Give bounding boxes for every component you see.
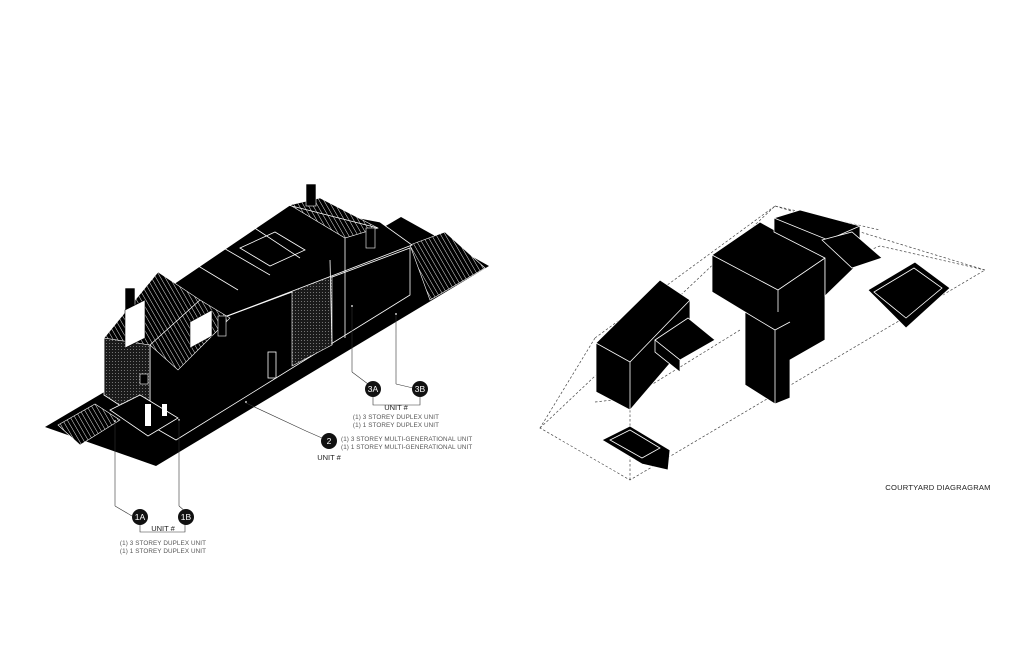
group2-unit-label: UNIT #: [317, 453, 341, 462]
courtyard-caption: COURTYARD DIAGRAGRAM: [885, 483, 990, 492]
side-door: [267, 351, 277, 379]
volume-c: [773, 209, 883, 297]
entry-door: [145, 404, 151, 426]
group1-unit-label: UNIT #: [151, 524, 175, 533]
group1-line2: (1) 1 STOREY DUPLEX UNIT: [120, 548, 206, 555]
group3-unit-label: UNIT #: [384, 403, 408, 412]
badge-1b-label: 1B: [181, 512, 192, 522]
chimney-right: [365, 227, 376, 249]
dormer-opening: [124, 299, 146, 349]
badge-3b: 3B: [412, 381, 428, 397]
badge-1a-label: 1A: [135, 512, 146, 522]
courtyard-diagram: COURTYARD DIAGRAGRAM: [539, 205, 991, 492]
chimney-mid: [217, 315, 227, 337]
group3-line2: (1) 1 STOREY DUPLEX UNIT: [353, 422, 439, 429]
group2-line2: (1) 1 STOREY MULTI-GENERATIONAL UNIT: [341, 444, 472, 451]
group1-line1: (1) 3 STOREY DUPLEX UNIT: [120, 540, 206, 547]
volume-d-void: [867, 261, 951, 329]
badge-3b-label: 3B: [415, 384, 426, 394]
roof-module-lines: [157, 204, 379, 346]
group2-line1: (1) 3 STOREY MULTI-GENERATIONAL UNIT: [341, 436, 472, 443]
chimney-top: [305, 183, 317, 207]
badge-3a-label: 3A: [368, 384, 379, 394]
axonometric-building: [45, 183, 489, 466]
badge-2-label: 2: [327, 436, 332, 446]
rear-deck: [409, 231, 486, 301]
group3-line1: (1) 3 STOREY DUPLEX UNIT: [353, 414, 439, 421]
window-2: [162, 404, 167, 416]
dormer-window: [189, 309, 213, 349]
volume-e-well: [601, 425, 671, 471]
badge-2: 2: [321, 433, 337, 449]
window-1: [139, 373, 149, 385]
front-stair: [57, 403, 121, 446]
entry-court: [109, 394, 179, 437]
leader-lines: [114, 307, 421, 533]
unit-annotations: 1A 1B 2 3A 3B UNIT # (1) 3 STOREY DUPLEX…: [114, 307, 472, 555]
badge-1b: 1B: [178, 509, 194, 525]
badge-1a: 1A: [132, 509, 148, 525]
volume-a: [595, 279, 716, 411]
badge-3a: 3A: [365, 381, 381, 397]
